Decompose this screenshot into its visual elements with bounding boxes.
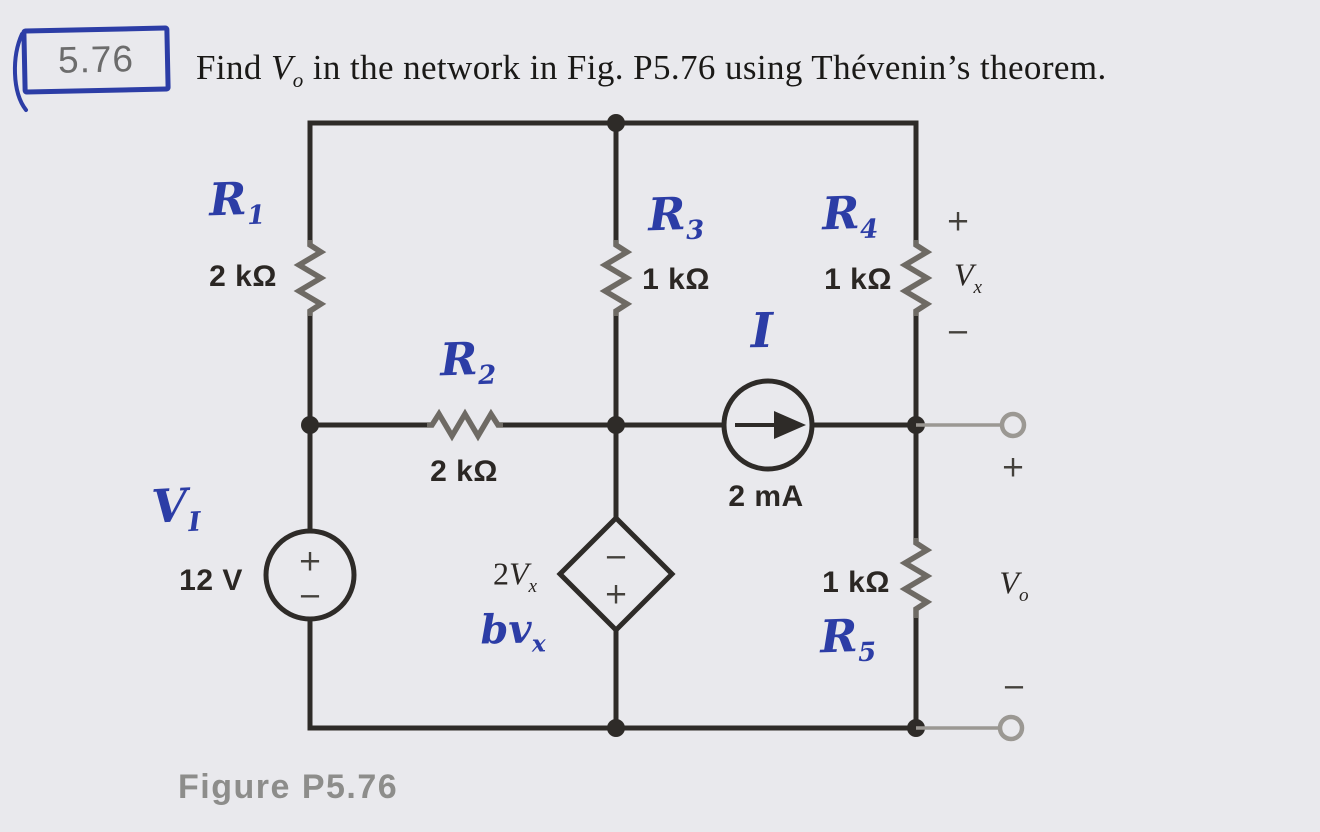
vo-minus: − — [1001, 669, 1027, 704]
terminal-leads — [916, 423, 1001, 730]
dependent-source-label: 2Vx — [492, 555, 538, 598]
output-terminals — [997, 411, 1027, 742]
statement-vo-symbol: V — [270, 48, 293, 87]
statement-suffix: in the network in Fig. P5.76 using Théve… — [303, 48, 1107, 87]
problem-number-box: 5.76 — [21, 25, 171, 95]
dependent-source-plus: + — [603, 576, 629, 611]
current-arrow-icon — [735, 411, 806, 439]
source-symbols — [263, 378, 815, 634]
vx-minus: − — [945, 314, 971, 349]
r4-value: 1 kΩ — [824, 263, 892, 296]
vx-label: Vx — [953, 256, 983, 299]
handwritten-label-r4: R4 — [821, 186, 879, 246]
vx-plus: + — [945, 203, 971, 238]
problem-statement: Find Vo in the network in Fig. P5.76 usi… — [196, 48, 1107, 93]
output-terminal-top — [999, 411, 1027, 439]
current-source-value: 2 mA — [728, 480, 804, 513]
junction-dot — [607, 416, 625, 434]
r1-value: 2 kΩ — [209, 260, 277, 293]
handwritten-label-current: I — [750, 302, 774, 360]
resistor-r2-symbol — [427, 408, 503, 442]
voltage-source-symbol — [263, 528, 357, 622]
handwritten-label-dependent-source: bvx — [480, 605, 546, 658]
handwritten-label-r1: R1 — [208, 172, 266, 232]
handwritten-label-r5: R5 — [819, 609, 877, 669]
voltage-source-minus: − — [297, 578, 323, 613]
resistor-r4-symbol — [899, 240, 933, 316]
arrow-head — [774, 411, 806, 439]
r2-value: 2 kΩ — [430, 455, 498, 488]
dependent-source-minus: − — [603, 539, 629, 574]
figure-caption: Figure P5.76 — [178, 768, 399, 806]
voltage-source-plus: + — [297, 543, 323, 578]
statement-vo-subscript: o — [292, 68, 304, 92]
junction-dot — [301, 416, 319, 434]
dependent-source-symbol — [556, 514, 676, 634]
r5-value: 1 kΩ — [822, 566, 890, 599]
current-source-symbol — [721, 378, 815, 472]
junction-dot — [607, 719, 625, 737]
output-terminal-bottom — [997, 714, 1025, 742]
junction-dot — [607, 114, 625, 132]
junction-dots — [301, 114, 925, 737]
vo-label: Vo — [999, 564, 1029, 607]
resistor-r5-symbol — [899, 538, 933, 618]
handwritten-label-r2: R2 — [439, 332, 497, 392]
vo-plus: + — [1000, 449, 1026, 484]
pen-mark — [13, 32, 28, 112]
statement-prefix: Find — [196, 48, 271, 87]
problem-number: 5.76 — [57, 38, 135, 81]
voltage-source-value: 12 V — [179, 564, 243, 597]
resistor-r1-symbol — [293, 240, 327, 316]
resistor-r3-symbol — [599, 240, 633, 316]
handwritten-label-r3: R3 — [647, 187, 705, 247]
resistor-symbols — [293, 240, 933, 618]
handwritten-label-voltage-source: VI — [150, 477, 202, 539]
r3-value: 1 kΩ — [642, 263, 710, 296]
